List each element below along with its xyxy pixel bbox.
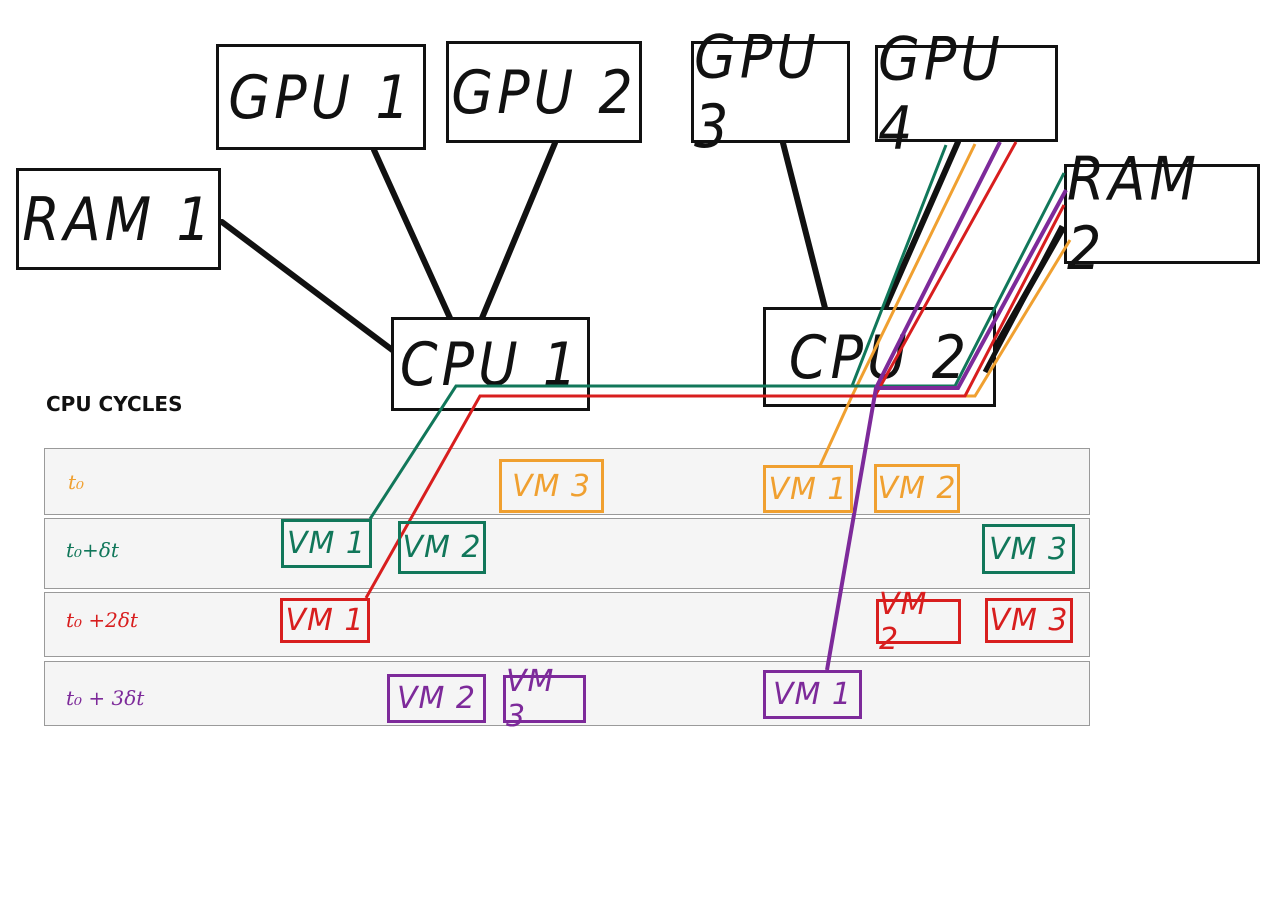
vm-box-t0-vm1: VM 1 xyxy=(763,465,853,513)
cpu1-label: CPU 1 xyxy=(399,329,582,399)
gpu4-label: GPU 4 xyxy=(878,24,1004,163)
cpu2-label: CPU 2 xyxy=(788,322,971,392)
vm-box-t2-vm2: VM 2 xyxy=(876,587,961,657)
vm-box-t1-vm1: VM 1 xyxy=(281,519,372,568)
ram2-label: RAM 2 xyxy=(1067,144,1201,284)
orange-path-to-gpu4 xyxy=(818,143,977,467)
gpu1-box: GPU 1 xyxy=(216,44,426,150)
vm-box-t3-vm1: VM 1 xyxy=(763,670,862,719)
cpu-cycles-title: CPU CYCLES xyxy=(46,392,183,416)
ram1-label: RAM 1 xyxy=(22,184,215,254)
lane-label-t0-plus-2dt: t₀ +2δt xyxy=(66,608,138,632)
gpu2-label: GPU 2 xyxy=(451,57,637,127)
vm-box-t2-vm3: VM 3 xyxy=(985,598,1073,643)
vm-box-t2-vm1: VM 1 xyxy=(280,598,370,643)
vm-box-t3-vm2: VM 2 xyxy=(387,674,486,723)
ram2-box: RAM 2 xyxy=(1064,145,1260,283)
gpu2-box: GPU 2 xyxy=(446,41,642,143)
ram1-box: RAM 1 xyxy=(16,168,221,270)
cpu1-box: CPU 1 xyxy=(391,317,590,411)
vm-box-t1-vm3: VM 3 xyxy=(982,524,1075,574)
lane-label-t0-plus-dt: t₀+δt xyxy=(66,538,119,562)
timeline-lane-t0-plus-3dt xyxy=(44,661,1090,726)
timeline-lane-t0-plus-dt xyxy=(44,518,1090,589)
gpu1-label: GPU 1 xyxy=(228,62,414,132)
lane-label-t0: t₀ xyxy=(68,470,85,494)
vm-box-t0-vm2: VM 2 xyxy=(874,464,960,513)
gpu3-box: GPU 3 xyxy=(691,23,850,161)
lane-label-t0-plus-3dt: t₀ + 3δt xyxy=(66,686,145,710)
cpu2-box: CPU 2 xyxy=(763,307,996,407)
gpu4-box: GPU 4 xyxy=(875,24,1058,163)
vm-box-t3-vm3: VM 3 xyxy=(503,664,586,734)
vm-box-t1-vm2: VM 2 xyxy=(398,521,486,574)
vm-box-t0-vm3: VM 3 xyxy=(499,459,604,513)
gpu3-label: GPU 3 xyxy=(694,22,820,162)
